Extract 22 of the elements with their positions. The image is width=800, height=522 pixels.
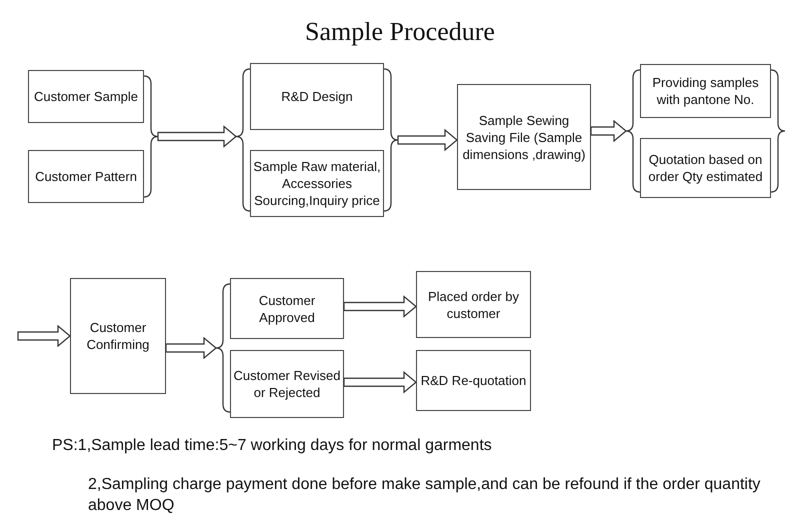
process-box: Customer Confirming bbox=[70, 278, 166, 394]
process-box: Sample Sewing Saving File (Sample dimensions ,drawing) bbox=[457, 84, 591, 190]
block-arrow bbox=[165, 336, 217, 360]
process-box: Customer Approved bbox=[230, 278, 344, 339]
block-arrow bbox=[17, 324, 71, 348]
block-arrow bbox=[343, 295, 417, 318]
block-arrow bbox=[397, 128, 458, 152]
process-box: Customer Revised or Rejected bbox=[230, 350, 344, 418]
block-arrow bbox=[343, 370, 417, 394]
process-box: Providing samples with pantone No. bbox=[640, 64, 771, 118]
note: PS:1,Sample lead time:5~7 working days for normal garments bbox=[52, 436, 492, 456]
block-arrow bbox=[157, 125, 237, 148]
process-box: Customer Pattern bbox=[28, 150, 144, 203]
title: Sample Procedure bbox=[305, 16, 495, 48]
process-box: Placed order by customer bbox=[416, 271, 531, 338]
process-box: Quotation based on order Qty estimated bbox=[640, 138, 771, 198]
process-box: Customer Sample bbox=[28, 70, 144, 123]
process-box: R&D Design bbox=[250, 63, 384, 130]
block-arrow bbox=[590, 120, 627, 142]
process-box: R&D Re-quotation bbox=[416, 350, 531, 411]
process-box: Sample Raw material, Accessories Sourcing,Inquiry price bbox=[250, 150, 384, 217]
note: 2,Sampling charge payment done before make sample,and can be refound if the order quantity above MOQ bbox=[88, 475, 762, 516]
